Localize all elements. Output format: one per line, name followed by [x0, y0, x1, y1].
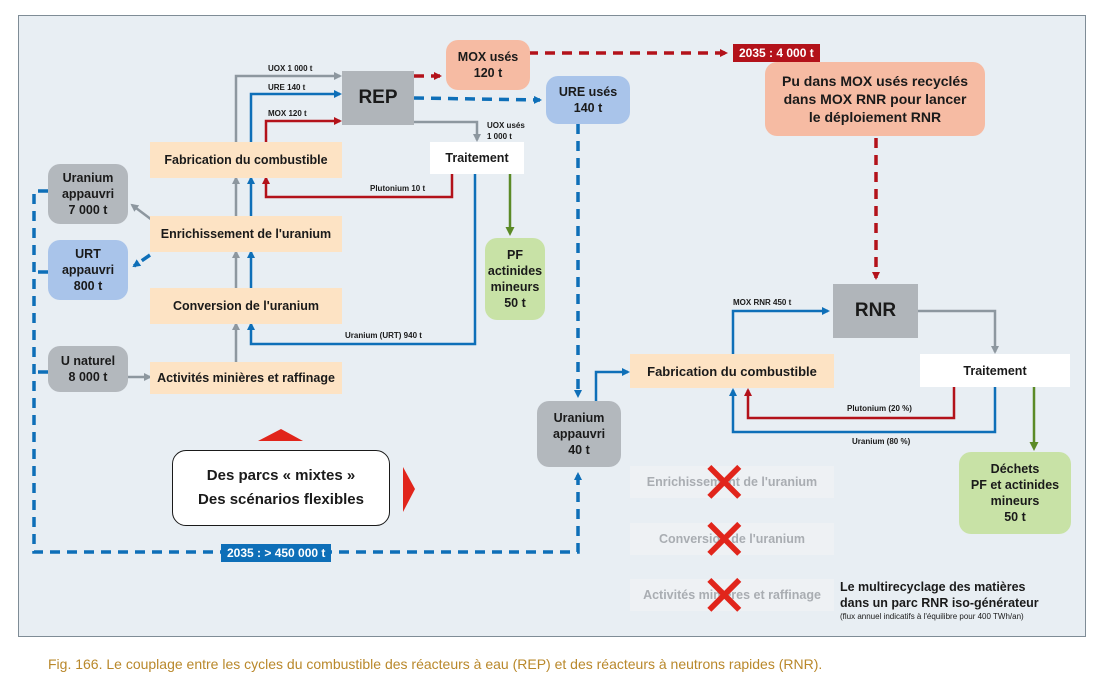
conversion-left: Conversion de l'uranium — [150, 288, 342, 324]
cross-mines-icon: ✕ — [700, 564, 749, 629]
fabrication-left: Fabrication du combustible — [150, 142, 342, 178]
label-mox: MOX 120 t — [268, 109, 307, 118]
label-pu-20: Plutonium (20 %) — [847, 404, 912, 413]
rnr-reactor: RNR — [833, 284, 918, 338]
mixed-line1: Des parcs « mixtes » — [206, 467, 356, 484]
tag-2035-red: 2035 : 4 000 t — [733, 44, 820, 62]
label-uranium-urt: Uranium (URT) 940 t — [345, 331, 422, 340]
blue-flows — [247, 90, 997, 434]
up-triangle — [258, 429, 303, 441]
label-mox-rnr: MOX RNR 450 t — [733, 298, 792, 307]
label-u-80: Uranium (80 %) — [852, 437, 911, 446]
grey-flows — [128, 72, 999, 381]
traitement-right: Traitement — [920, 354, 1070, 387]
rep-reactor: REP — [342, 71, 414, 125]
red-dashed-flows — [414, 49, 880, 280]
blue-dashed-flows — [32, 95, 582, 554]
label-ure: URE 140 t — [268, 83, 306, 92]
red-flows — [262, 117, 956, 420]
traitement-left: Traitement — [430, 142, 524, 174]
cross-conversion-icon: ✕ — [700, 508, 749, 573]
label-uox: UOX 1 000 t — [268, 64, 313, 73]
enrichissement-left: Enrichissement de l'uranium — [150, 216, 342, 252]
fabrication-right: Fabrication du combustible — [630, 354, 834, 388]
mixed-line2: Des scénarios flexibles — [198, 491, 364, 508]
multirecycling-note: Le multirecyclage des matières dans un p… — [840, 580, 1039, 621]
cross-enrichissement-icon: ✕ — [700, 451, 749, 516]
tag-2035-blue: 2035 : > 450 000 t — [221, 544, 332, 562]
figure-caption: Fig. 166. Le couplage entre les cycles d… — [48, 656, 823, 672]
ghost-conversion: Conversion de l'uranium — [630, 523, 834, 555]
mines-left: Activités minières et raffinage — [150, 362, 342, 394]
ghost-enrichissement: Enrichissement de l'uranium — [630, 466, 834, 498]
label-plutonium: Plutonium 10 t — [370, 184, 426, 193]
ghost-mines: Activités minières et raffinage — [630, 579, 834, 611]
mixed-fleets-box: Des parcs « mixtes » Des scénarios flexi… — [172, 450, 390, 526]
green-flows — [505, 174, 1039, 451]
right-triangle — [403, 467, 415, 512]
